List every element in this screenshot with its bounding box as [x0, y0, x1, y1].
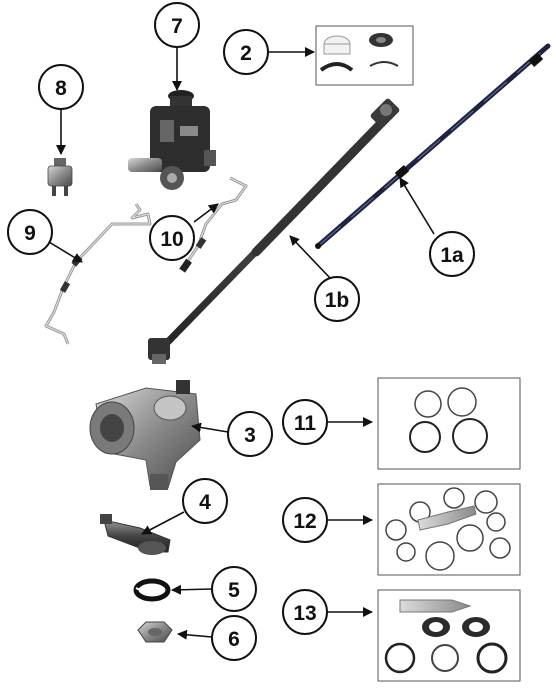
intermediate-shaft-1a: [315, 43, 551, 249]
part-11-ring-kit: [377, 377, 521, 470]
part-4-pitman-arm: [100, 514, 171, 555]
callout-11: 11: [282, 399, 328, 445]
callout-2-label: 2: [240, 42, 252, 65]
callout-8: 8: [38, 64, 84, 110]
callout-1b-label: 1b: [325, 289, 350, 312]
callout-1a-label: 1a: [440, 244, 464, 267]
part-12-seal-kit: [377, 483, 521, 576]
callout-13: 13: [282, 589, 328, 635]
callout-7-label: 7: [171, 15, 183, 38]
callout-11-label: 11: [294, 412, 317, 435]
callout-9-label: 9: [24, 222, 36, 245]
callout-6-label: 6: [228, 628, 240, 651]
leader-arrows: [48, 46, 435, 640]
upper-u-joint: [370, 98, 400, 128]
lower-u-joint: [148, 338, 170, 364]
callout-12-label: 12: [293, 510, 316, 533]
callout-4-label: 4: [199, 491, 211, 514]
callout-4: 4: [182, 478, 228, 524]
callout-3: 3: [227, 411, 273, 457]
part-6-nut: [137, 621, 173, 643]
callout-9: 9: [7, 209, 53, 255]
steering-shaft-1b: [148, 98, 400, 364]
callout-7: 7: [154, 2, 200, 48]
callout-5-label: 5: [228, 579, 240, 602]
part-9-pressure-line: [44, 203, 152, 345]
part-13-gearbox-seal-kit: [377, 589, 521, 682]
callout-6: 6: [211, 615, 257, 661]
part-7-power-steering-pump: [128, 90, 216, 190]
part-5-lock-washer: [133, 578, 171, 602]
part-10-return-line: [179, 176, 248, 273]
part-2-seal-kit: [315, 25, 414, 86]
callout-10-label: 10: [160, 228, 183, 251]
callout-2: 2: [223, 29, 269, 75]
callout-10: 10: [149, 215, 195, 261]
callout-1a: 1a: [429, 231, 475, 277]
callout-1b: 1b: [314, 276, 360, 322]
callout-8-label: 8: [55, 77, 67, 100]
part-3-steering-gear: [89, 380, 201, 490]
callout-12: 12: [282, 497, 328, 543]
callout-13-label: 13: [293, 602, 316, 625]
callout-3-label: 3: [244, 424, 256, 447]
callout-5: 5: [211, 566, 257, 612]
part-8-pressure-switch: [47, 158, 73, 196]
